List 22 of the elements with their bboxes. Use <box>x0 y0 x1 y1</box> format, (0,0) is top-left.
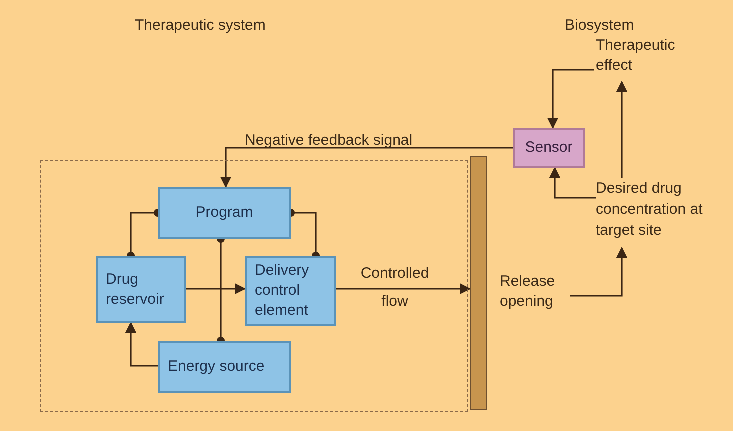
sensor-box: Sensor <box>513 128 585 168</box>
dashed-boundary <box>40 160 468 412</box>
section-heading: Biosystem <box>565 16 634 36</box>
node-text: Desired drug concentration at target site <box>596 178 720 246</box>
connector-arrow <box>570 246 628 297</box>
membrane-bar <box>470 156 487 410</box>
connector-arrow <box>220 147 513 188</box>
connector-arrow <box>547 69 594 130</box>
connector-arrow <box>186 283 246 295</box>
process-box: Energy source <box>158 341 291 393</box>
connector-arrow <box>336 283 472 295</box>
connector-arrow <box>125 322 158 367</box>
process-box: Program <box>158 187 291 239</box>
edge-label: Controlled flow <box>360 264 430 312</box>
node-text: Therapeutic effect <box>596 36 706 80</box>
section-heading: Therapeutic system <box>135 16 266 36</box>
connector-arrow <box>549 166 596 199</box>
process-box: Drug reservoir <box>96 256 186 323</box>
process-box: Delivery control element <box>245 256 336 326</box>
node-text: Release opening <box>500 272 570 314</box>
edge-label: Negative feedback signal <box>245 133 413 149</box>
connector-arrow <box>616 80 628 178</box>
